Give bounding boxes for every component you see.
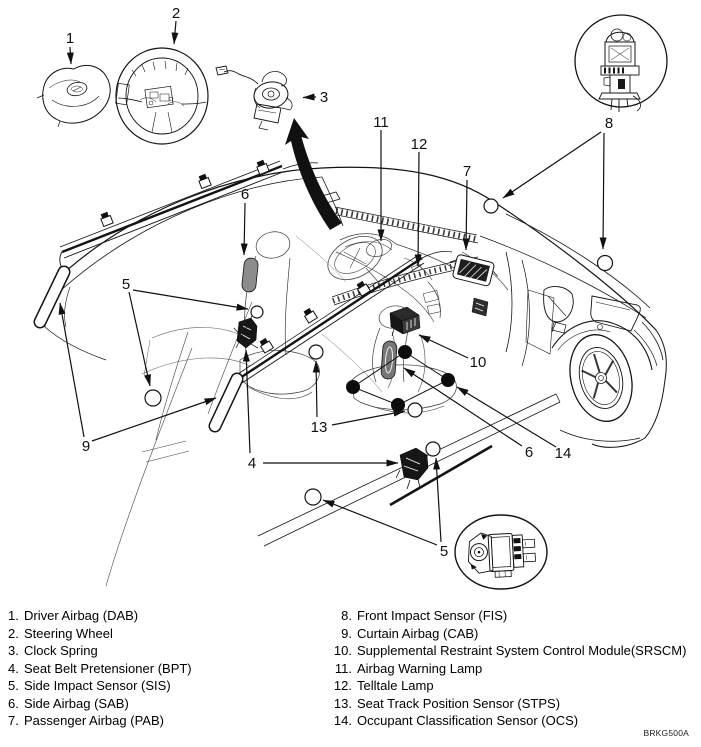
legend-label: Occupant Classification Sensor (OCS): [357, 713, 579, 728]
callout-13: 13: [311, 419, 328, 436]
legend-column-right: 8.Front Impact Sensor (FIS) 9.Curtain Ai…: [330, 607, 698, 730]
srs-component-diagram: 1 2 3 11 12 7 8 6 5 9 4 13 10 6 14 5: [33, 5, 668, 590]
dashboard-interior: [295, 233, 509, 393]
sensor-markers: [144, 198, 614, 506]
callout-3: 3: [320, 89, 328, 106]
callout-4: 4: [248, 455, 256, 472]
side-airbag-passenger: [380, 340, 398, 380]
headlight: [590, 295, 641, 332]
callout-5a: 5: [122, 276, 130, 293]
legend-label: Driver Airbag (DAB): [24, 608, 139, 623]
big-black-arrow: [285, 118, 342, 230]
clock-spring: [215, 65, 293, 131]
legend-label: Airbag Warning Lamp: [357, 660, 483, 676]
sis-detail-circle: [454, 514, 548, 590]
legend-item: 2.Steering Wheel: [8, 625, 113, 641]
callout-6a: 6: [241, 186, 249, 203]
side-impact-sensor-marker: [304, 488, 322, 506]
legend-label: Telltale Lamp: [357, 678, 434, 693]
curtain-airbag-left: [33, 159, 319, 329]
fis-detail-circle: [574, 14, 668, 112]
callout-10: 10: [470, 354, 487, 371]
marker-lamp: [551, 321, 567, 334]
seat-track-sensor-marker: [407, 402, 423, 418]
legend-item: 5.Side Impact Sensor (SIS): [8, 678, 171, 693]
ocs-sensors: [346, 345, 455, 412]
driver-seat: [141, 231, 320, 400]
side-impact-sensor-marker: [425, 441, 441, 457]
legend-item: 6.Side Airbag (SAB): [8, 695, 129, 711]
steering-wheel-in-car: [327, 235, 383, 281]
legend-label: Seat Track Position Sensor (STPS): [357, 695, 561, 711]
callout-11: 11: [373, 114, 389, 131]
callout-8: 8: [605, 115, 613, 132]
side-vent: [471, 297, 489, 317]
side-mirror: [543, 286, 574, 333]
callout-12: 12: [411, 136, 428, 153]
side-impact-sensor-marker: [250, 305, 264, 319]
rocker-sill: [389, 444, 493, 507]
passenger-seat: [351, 305, 457, 414]
legend-label: Curtain Airbag (CAB): [357, 625, 479, 641]
ocs-dot: [391, 398, 405, 412]
callout-5b: 5: [440, 543, 448, 560]
emblem: [66, 81, 88, 97]
ocs-dot: [398, 345, 412, 359]
bpt-driver: [233, 315, 259, 349]
legend-item: 7.Passenger Airbag (PAB): [8, 713, 164, 728]
legend-label: Clock Spring: [24, 643, 98, 658]
curtain-airbag-right: [208, 250, 453, 433]
legend-label: Front Impact Sensor (FIS): [357, 608, 508, 623]
legend-item: 3.Clock Spring: [8, 643, 98, 658]
ocs-dot: [441, 373, 455, 387]
steering-wheel: [115, 47, 209, 145]
legend-label: Supplemental Restraint System Control Mo…: [357, 643, 687, 658]
callout-1: 1: [66, 30, 74, 47]
driver-headrest: [255, 231, 291, 259]
callout-6b: 6: [525, 444, 533, 461]
legend-item: 1.Driver Airbag (DAB): [8, 608, 139, 623]
legend-label: Side Airbag (SAB): [24, 695, 129, 711]
legend-item: 12.Telltale Lamp: [333, 678, 434, 693]
legend-item: 10.Supplemental Restraint System Control…: [333, 643, 687, 658]
front-impact-sensor-marker: [483, 198, 499, 214]
callout-14: 14: [555, 445, 572, 462]
driver-airbag-module: [36, 65, 111, 128]
srscm-module: [389, 306, 421, 337]
side-impact-sensor-marker: [144, 389, 162, 407]
legend-item: 8.Front Impact Sensor (FIS): [341, 608, 508, 623]
leader-lines: [58, 20, 607, 546]
front-wheel: [569, 334, 633, 422]
callouts: 1 2 3 11 12 7 8 6 5 9 4 13 10 6 14 5: [66, 5, 613, 560]
legend-label: Passenger Airbag (PAB): [24, 713, 164, 728]
pab-module: [449, 254, 499, 287]
legend-item: 11.Airbag Warning Lamp: [334, 660, 483, 676]
srs-diagram-svg: 1 2 3 11 12 7 8 6 5 9 4 13 10 6 14 5: [33, 5, 668, 590]
legend-label: Side Impact Sensor (SIS): [24, 678, 171, 693]
legend-label: Steering Wheel: [24, 625, 113, 641]
legend-item: 14.Occupant Classification Sensor (OCS): [333, 713, 579, 728]
legend-item: 4.Seat Belt Pretensioner (BPT): [8, 660, 192, 676]
legend-label: Seat Belt Pretensioner (BPT): [24, 660, 192, 676]
callout-2: 2: [172, 5, 180, 22]
bpt-passenger: [395, 447, 429, 490]
legend-item: 9.Curtain Airbag (CAB): [341, 625, 479, 641]
legend-item: 13.Seat Track Position Sensor (STPS): [333, 695, 561, 711]
side-airbag-driver: [241, 257, 259, 293]
figure-code: BRKG500A: [643, 728, 689, 738]
front-impact-sensor-marker: [596, 254, 614, 272]
seat-track-sensor-marker: [308, 344, 324, 360]
ocs-dot: [346, 380, 360, 394]
callout-9: 9: [82, 438, 90, 455]
car-body-outline: [44, 166, 667, 587]
legend-column-left: 1.Driver Airbag (DAB) 2.Steering Wheel 3…: [8, 607, 328, 730]
callout-7: 7: [463, 163, 471, 180]
